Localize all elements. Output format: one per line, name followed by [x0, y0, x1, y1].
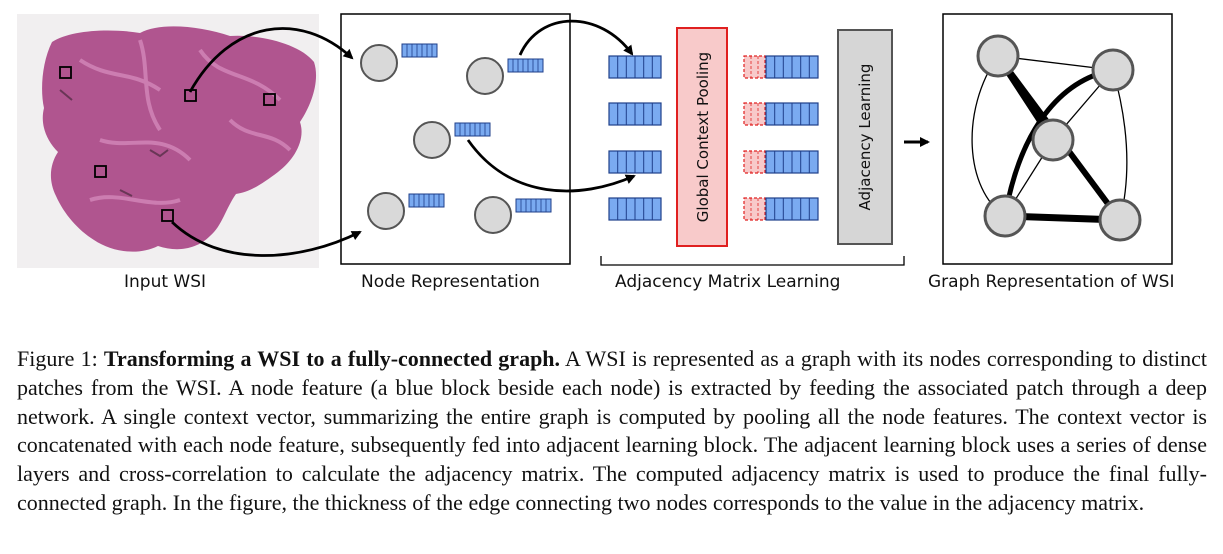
graph-node — [976, 34, 1020, 78]
feature-vector — [608, 197, 662, 221]
label-input-wsi: Input WSI — [124, 272, 207, 292]
node-circle — [413, 121, 451, 159]
adjacency-learning-block — [837, 29, 893, 245]
graph-node — [1091, 48, 1135, 92]
node-feature-pairs — [360, 43, 552, 234]
concat-vector — [743, 150, 819, 174]
concat-vector — [743, 102, 819, 126]
wsi-tissue-dark — [59, 89, 169, 197]
feature-block — [454, 122, 491, 137]
concat-column — [743, 55, 819, 221]
patch-marker — [161, 209, 174, 222]
feature-vector — [608, 55, 662, 79]
graph-nodes — [976, 34, 1142, 242]
graph-node — [1098, 198, 1142, 242]
feature-vector — [608, 102, 662, 126]
node-circle — [474, 196, 512, 234]
feature-block — [515, 198, 552, 213]
caption-prefix: Figure 1: — [17, 346, 104, 371]
arrow-node-to-features — [518, 19, 634, 56]
graph-node — [1031, 118, 1075, 162]
adjacency-bracket — [600, 256, 905, 266]
arrow-patch-to-node — [171, 220, 362, 257]
concat-vector — [743, 55, 819, 79]
figure-svg: Global Context Pooling — [17, 13, 1173, 268]
patch-marker — [59, 66, 72, 79]
node-circle — [367, 192, 405, 230]
label-adjacency-matrix-learning: Adjacency Matrix Learning — [615, 272, 841, 292]
patch-marker — [94, 165, 107, 178]
caption-title: Transforming a WSI to a fully-connected … — [103, 346, 561, 371]
arrow-patch-to-node — [188, 27, 354, 93]
feature-block — [401, 43, 438, 58]
feature-column — [608, 55, 662, 221]
wsi-tissue-texture — [78, 39, 292, 205]
adjacency-learning-label: Adjacency Learning — [856, 64, 874, 211]
global-context-pooling-label: Global Context Pooling — [694, 52, 712, 222]
feature-block — [408, 193, 445, 208]
graph-node — [983, 194, 1027, 238]
node-circle — [466, 57, 504, 95]
wsi-image — [17, 14, 319, 268]
global-context-pooling-block — [676, 27, 728, 247]
arrow-node-to-features — [466, 139, 636, 193]
patch-marker — [263, 93, 276, 106]
node-circle — [360, 44, 398, 82]
feature-vector — [608, 150, 662, 174]
figure-caption: Figure 1: Transforming a WSI to a fully-… — [17, 345, 1207, 518]
figure-diagram: Global Context Pooling — [17, 13, 1175, 292]
label-graph-representation: Graph Representation of WSI — [928, 272, 1175, 292]
label-node-representation: Node Representation — [361, 272, 540, 292]
feature-block — [507, 58, 544, 73]
concat-vector — [743, 197, 819, 221]
caption-body: A WSI is represented as a graph with its… — [17, 346, 1207, 515]
